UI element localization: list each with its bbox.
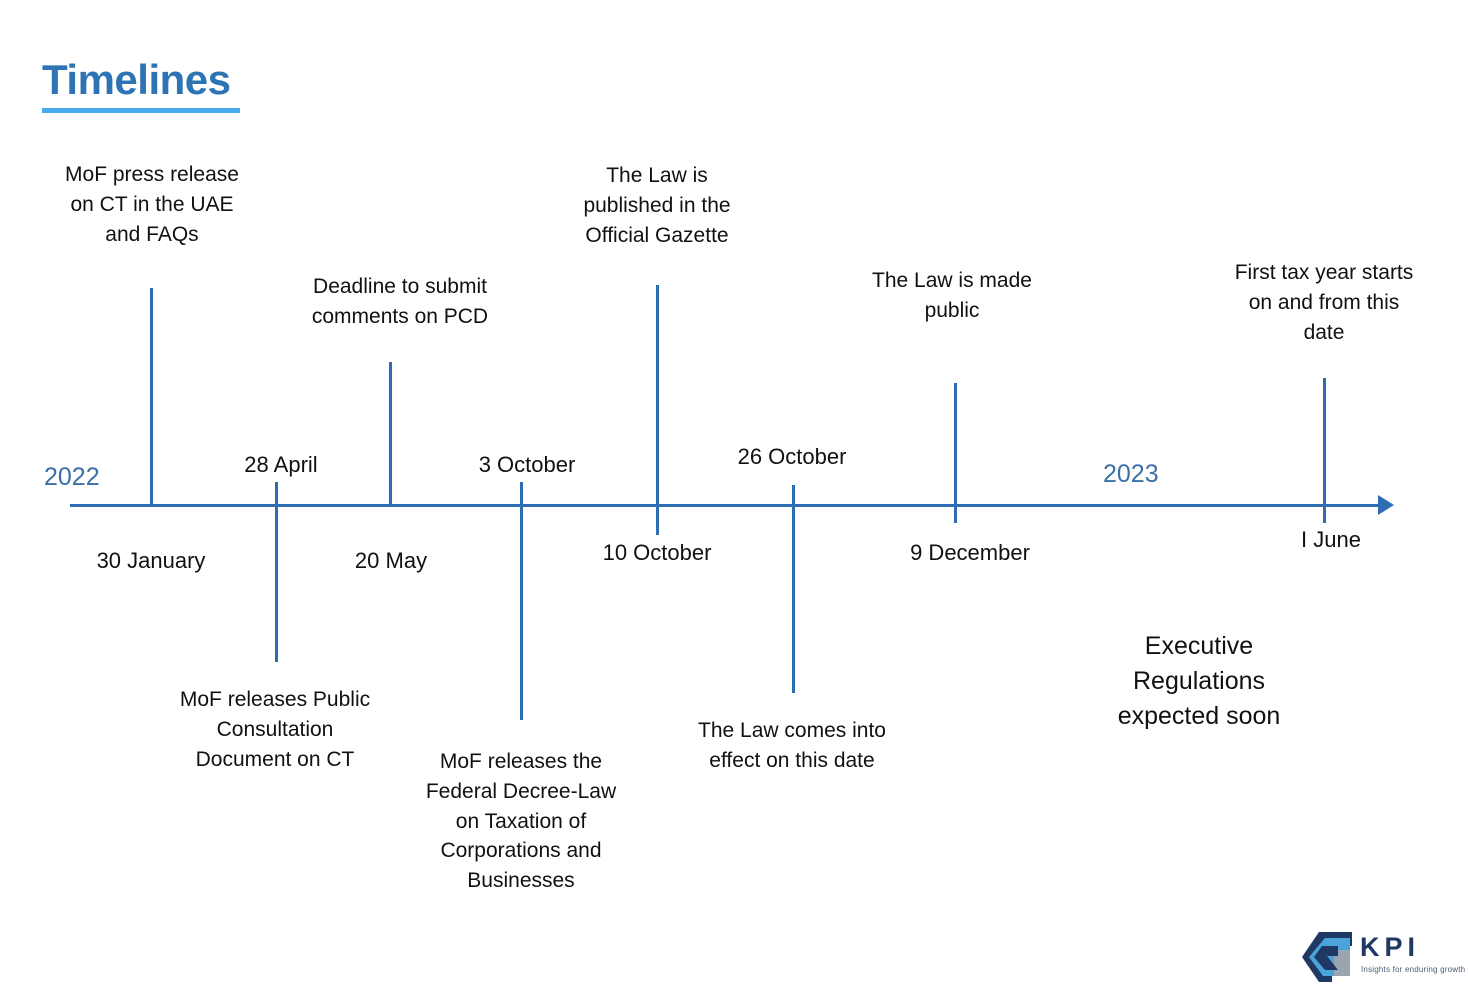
tick-i-june	[1323, 378, 1326, 523]
date-label-i-june: I June	[1301, 527, 1361, 552]
tick-10-october	[656, 285, 659, 535]
title-block: Timelines	[42, 56, 240, 114]
kpi-wordmark: KPI	[1360, 932, 1421, 962]
date-label-10-october: 10 October	[602, 540, 712, 565]
year-label-2023: 2023	[1103, 460, 1159, 488]
timeline-axis	[70, 504, 1385, 507]
date-label-3-october: 3 October	[478, 452, 576, 477]
date-label-9-december: 9 December	[910, 540, 1030, 565]
date-label-28-april: 28 April	[244, 452, 318, 477]
date-label-26-october: 26 October	[737, 444, 847, 469]
date-label-30-january: 30 January	[96, 548, 206, 573]
title-underline	[42, 108, 240, 114]
tick-9-december	[954, 383, 957, 523]
tick-26-october	[792, 485, 795, 693]
kpi-logo: KPI Insights for enduring growth	[1298, 928, 1465, 986]
page-title: Timelines	[42, 56, 231, 103]
kpi-tagline: Insights for enduring growth	[1361, 965, 1466, 974]
kpi-logo-mark-icon	[1302, 932, 1352, 982]
tick-30-january	[150, 288, 153, 506]
year-label-2022: 2022	[44, 463, 100, 491]
tick-20-may	[389, 362, 392, 506]
date-label-20-may: 20 May	[354, 548, 428, 573]
tick-28-april	[275, 482, 278, 662]
timeline-arrow-icon	[1378, 495, 1394, 515]
tick-3-october	[520, 482, 523, 720]
